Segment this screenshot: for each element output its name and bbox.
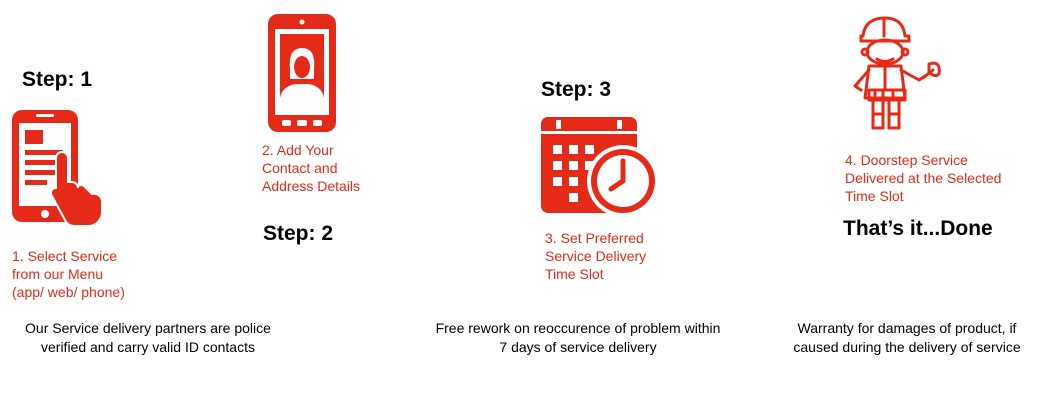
- step-4-text: 4. Doorstep Service Delivered at the Sel…: [845, 152, 1002, 204]
- step-3-heading: Step: 3: [541, 78, 612, 101]
- step-2-heading: Step: 2: [263, 222, 334, 245]
- calendar-clock-icon: [541, 117, 661, 219]
- note-verified-partners: Our Service delivery partners are police…: [25, 320, 271, 355]
- phone-tap-icon: [12, 108, 104, 226]
- step-1-text: 1. Select Service from our Menu (app/ we…: [12, 248, 125, 300]
- step-1-heading: Step: 1: [22, 68, 93, 91]
- note-warranty: Warranty for damages of product, if caus…: [793, 320, 1021, 355]
- phone-profile-icon: [268, 14, 336, 132]
- step-2-text: 2. Add Your Contact and Address Details: [262, 142, 361, 194]
- step-3-text: 3. Set Preferred Service Delivery Time S…: [545, 230, 647, 282]
- done-heading: That’s it...Done: [843, 217, 993, 240]
- repairman-icon: [849, 14, 945, 134]
- note-free-rework: Free rework on reoccurence of problem wi…: [435, 320, 721, 355]
